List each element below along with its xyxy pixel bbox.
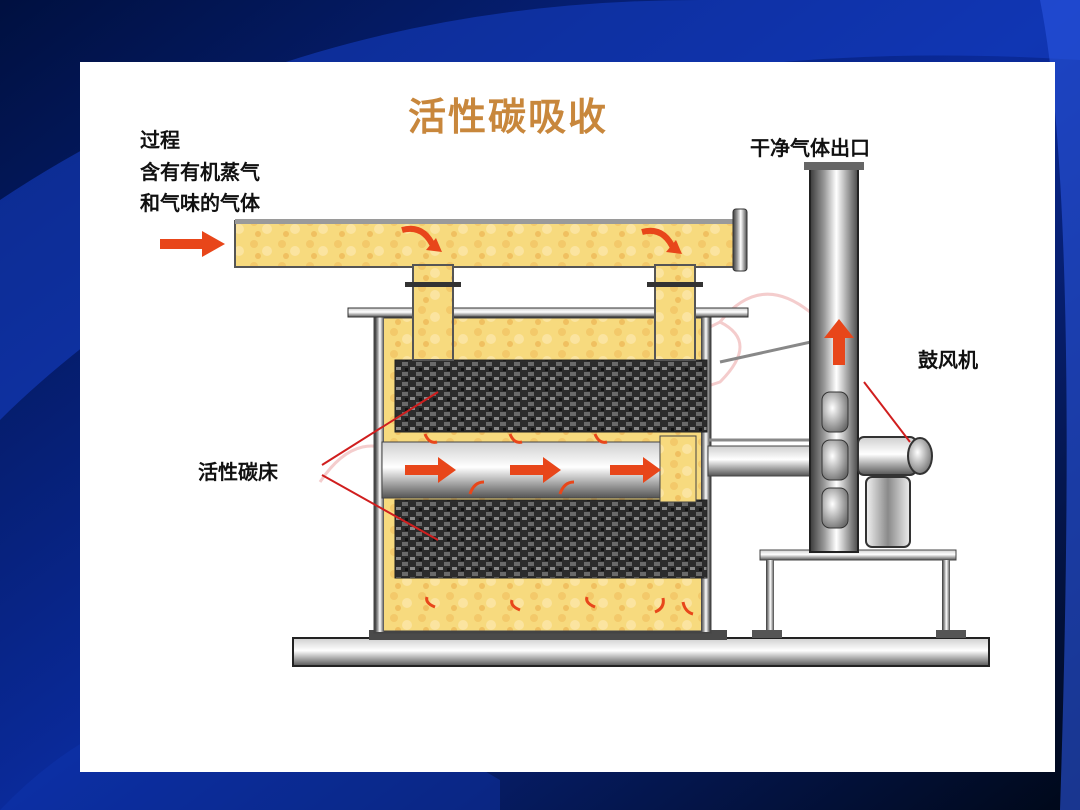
drop-pipe-right: [654, 264, 696, 361]
leader-blower: [863, 381, 911, 443]
label-process: 过程: [140, 128, 180, 152]
vessel-lid: [347, 307, 749, 318]
inlet-flange: [732, 208, 748, 272]
drop-pipe-left: [412, 264, 454, 361]
label-inlet-line2: 和气味的气体: [140, 191, 260, 215]
label-carbon-bed: 活性碳床: [198, 460, 278, 484]
slide-title: 活性碳吸收: [408, 94, 609, 139]
label-clean-outlet: 干净气体出口: [750, 136, 870, 160]
carbon-bed-upper: [394, 359, 708, 433]
activated-carbon-diagram: [160, 162, 990, 667]
inlet-duct: [234, 220, 736, 268]
right-arrow-icon: [160, 231, 225, 257]
base-plate: [292, 637, 990, 667]
label-inlet-line1: 含有有机蒸气: [140, 160, 260, 184]
carbon-bed-lower: [394, 499, 708, 579]
leader-carbon-lower: [321, 474, 439, 541]
up-arrow-icon: [824, 319, 854, 365]
leader-carbon-upper: [321, 391, 439, 466]
transfer-duct: [707, 445, 819, 477]
slide-panel: 活性碳吸收 过程 含有有机蒸气 和气味的气体 干净气体出口 鼓风机 活性碳床: [80, 62, 1055, 772]
label-blower: 鼓风机: [918, 348, 978, 372]
blower-motor: [857, 436, 933, 548]
fan-wheel: [821, 391, 849, 529]
